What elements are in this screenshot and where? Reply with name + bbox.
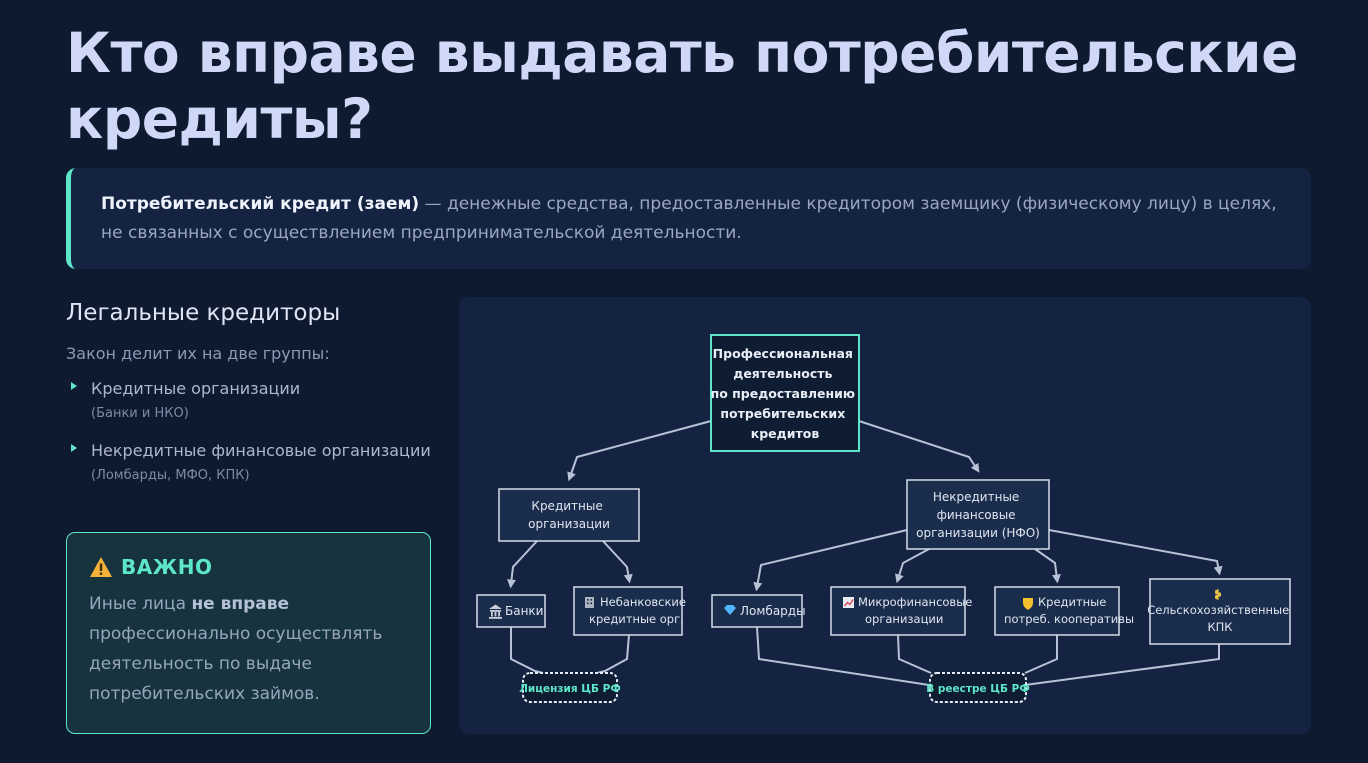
node-nfo: Некредитные финансовые организации (НФО)	[906, 479, 1050, 550]
page-title: Кто вправе выдавать потребительские кред…	[66, 21, 1298, 151]
definition-callout: Потребительский кредит (заем) — денежные…	[66, 168, 1311, 269]
list-item-credit-organizations: Кредитные организации (Банки и НКО)	[66, 377, 436, 427]
edge-nfo-to-mfo	[895, 548, 930, 584]
bank-icon	[489, 604, 502, 619]
legal-creditors-heading: Легальные кредиторы	[66, 300, 341, 326]
group-note: (Банки и НКО)	[91, 406, 189, 421]
edge-mfo-to-registry	[897, 634, 932, 674]
svg-text:Небанковские кредитные: Небанковские кредитные орг.	[589, 595, 690, 626]
edge-credit-to-banks	[507, 540, 538, 589]
important-label: ВАЖНО	[121, 555, 213, 579]
edge-nko-to-license	[596, 634, 630, 674]
svg-text:Некредитные финансовые: Некредитные финансовые организации (НФО)	[916, 490, 1040, 540]
warning-icon	[90, 557, 112, 577]
important-callout: ВАЖНО Иные лица не вправе профессиональн…	[66, 532, 431, 734]
node-banks: Банки	[476, 594, 546, 628]
lenders-diagram-panel: Профессиональная деятельность по предост…	[459, 297, 1311, 734]
svg-text:В реестре ЦБ РФ: В реестре ЦБ РФ	[926, 683, 1030, 695]
legal-creditors-section: Легальные кредиторы Закон делит их на дв…	[66, 300, 436, 501]
node-pawnshops: Ломбарды	[711, 594, 806, 628]
bullet-triangle-icon	[71, 382, 77, 390]
shield-icon	[1023, 598, 1033, 610]
license-badge: Лицензия ЦБ РФ	[519, 672, 621, 703]
bullet-triangle-icon	[71, 444, 77, 452]
svg-text:Лицензия ЦБ РФ: Лицензия ЦБ РФ	[519, 683, 621, 695]
edge-nfo-to-skpk	[1048, 529, 1223, 576]
svg-text:Сельскохозяйственные К: Сельскохозяйственные КПК	[1147, 603, 1293, 634]
svg-text:Профессиональная деяте: Профессиональная деятельность по предост…	[711, 346, 860, 441]
legal-creditors-intro: Закон делит их на две группы:	[66, 344, 330, 363]
registry-badge: В реестре ЦБ РФ	[926, 672, 1030, 703]
office-building-icon	[585, 597, 594, 608]
edge-root-to-credit-orgs	[567, 420, 712, 482]
edge-kpk-to-registry	[1024, 635, 1058, 674]
svg-text:Микрофинансовые органи: Микрофинансовые организации	[858, 595, 976, 626]
node-professional-activity: Профессиональная деятельность по предост…	[710, 334, 860, 452]
node-nonbank-credit-orgs: Небанковские кредитные орг.	[573, 586, 690, 636]
svg-text:Кредитные потреб. кооп: Кредитные потреб. кооперативы	[1004, 595, 1134, 626]
group-name: Некредитные финансовые организации	[91, 441, 431, 460]
list-item-noncredit-organizations: Некредитные финансовые организации (Ломб…	[66, 439, 436, 489]
edge-skpk-to-registry	[1024, 644, 1220, 686]
edge-credit-to-nko	[602, 540, 633, 584]
node-agri-coops: Сельскохозяйственные КПК	[1147, 578, 1293, 645]
lenders-diagram: Профессиональная деятельность по предост…	[476, 334, 1293, 703]
svg-text:Ломбарды: Ломбарды	[740, 604, 806, 618]
svg-text:Кредитные организации: Кредитные организации	[528, 499, 610, 531]
important-emphasis: не вправе	[191, 594, 290, 614]
chart-icon	[843, 597, 854, 608]
definition-text: — денежные средства, предоставленные кре…	[101, 194, 1277, 243]
definition-term: Потребительский кредит (заем)	[101, 194, 420, 214]
edge-root-to-nfo	[858, 420, 980, 473]
node-mfo: Микрофинансовые организации	[830, 586, 976, 636]
group-note: (Ломбарды, МФО, КПК)	[91, 468, 250, 483]
edge-nfo-to-kpk	[1034, 548, 1061, 584]
important-text: Иные лица не вправе профессионально осущ…	[89, 594, 383, 704]
edge-pawnshops-to-registry	[756, 626, 930, 686]
wheat-icon	[1215, 589, 1221, 600]
group-name: Кредитные организации	[91, 379, 301, 398]
edge-nfo-to-pawnshops	[753, 529, 908, 592]
svg-text:Банки: Банки	[505, 604, 543, 618]
node-credit-organizations: Кредитные организации	[498, 488, 640, 542]
diamond-icon	[724, 605, 736, 615]
edge-banks-to-license	[510, 627, 544, 674]
node-credit-coops: Кредитные потреб. кооперативы	[994, 586, 1134, 636]
